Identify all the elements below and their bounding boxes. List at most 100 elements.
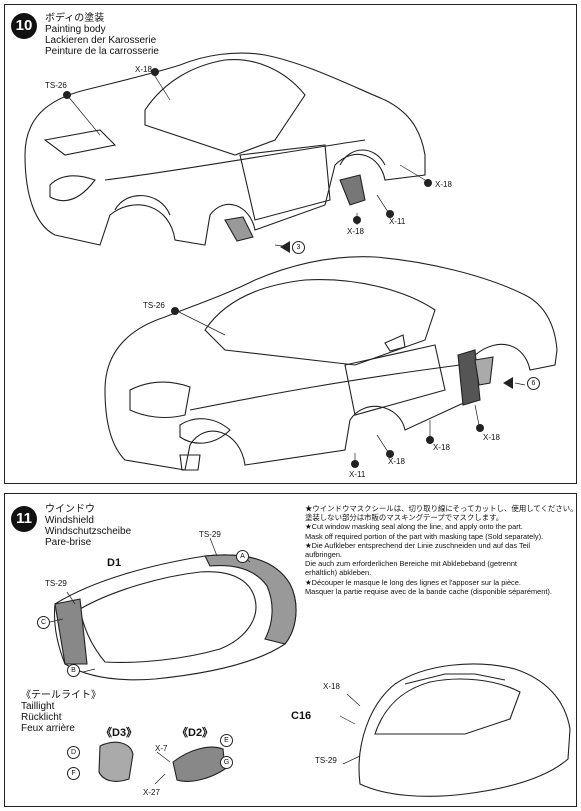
mask-d-marker: D — [67, 746, 80, 759]
paint-label-x18: X-18 — [483, 433, 500, 442]
paint-dot — [353, 216, 361, 224]
mask-b-marker: B — [67, 664, 80, 677]
taillight-d3 — [98, 741, 134, 782]
lower-car-sideline — [189, 364, 461, 411]
mask-e-marker: E — [220, 734, 233, 747]
windshield-illustration — [49, 537, 571, 797]
paint-label-ts29: TS-29 — [199, 530, 221, 539]
step-number-badge: 11 — [11, 506, 37, 532]
step-title: ボディの塗装 Painting body Lackieren der Karos… — [45, 13, 159, 57]
part-d1-label: D1 — [107, 557, 122, 569]
mask-a-marker: A — [236, 550, 249, 563]
mask-f-marker: F — [67, 767, 80, 780]
windshield-tint-left — [54, 598, 88, 665]
arrow-to-step6 — [503, 377, 513, 389]
paint-label-x11: X-11 — [389, 217, 406, 226]
paint-dot — [386, 210, 394, 218]
step-title: ウインドウ Windshield Windschutzscheibe Pare-… — [45, 504, 131, 548]
note-line: ★ウインドウマスクシールは、切り取り線にそってカットし、使用してください。 — [305, 504, 578, 513]
lower-car-decal — [474, 356, 494, 386]
step-11-panel: 11 ウインドウ Windshield Windschutzscheibe Pa… — [4, 493, 578, 807]
body-illustration — [24, 52, 558, 471]
car-body-roof — [404, 673, 506, 685]
lower-car-door — [344, 344, 446, 416]
note-line: aufbringen. — [305, 550, 342, 560]
lower-car-mirror — [384, 334, 406, 352]
step-number-badge: 10 — [11, 13, 37, 39]
paint-label-x18: X-18 — [323, 682, 340, 691]
upper-car-intake — [339, 174, 366, 206]
paint-label-x18: X-18 — [135, 65, 152, 74]
taillight-d2 — [172, 746, 226, 782]
paint-label-x18: X-18 — [435, 180, 452, 189]
car-body-small — [358, 663, 571, 797]
car-body-window — [374, 678, 521, 735]
part-c16-label: C16 — [291, 710, 312, 722]
paint-dot — [351, 460, 359, 468]
note-line: Mask off required portion of the part wi… — [305, 531, 544, 541]
upper-car-headlight — [49, 175, 96, 202]
upper-car-decal — [224, 216, 254, 242]
paint-dot — [171, 307, 179, 315]
note-line: 塗装しない部分は市販のマスキングテープでマスクします。 — [305, 513, 504, 523]
paint-dot — [476, 424, 484, 432]
mask-c-marker: C — [37, 616, 50, 629]
title-de: Lackieren der Karosserie — [45, 35, 157, 46]
paint-label-x18: X-18 — [388, 457, 405, 466]
lower-car-headlight — [179, 418, 231, 444]
upper-car-wheelarch-rear — [339, 149, 386, 166]
part-d2-label: 《D2》 — [177, 727, 214, 739]
taillight-title: 《テールライト》 Taillight Rücklicht Feux arrièr… — [21, 690, 101, 734]
taillight-fr: Feux arrière — [21, 723, 75, 734]
note-line: Masquer la partie requise avec de la ban… — [305, 586, 552, 596]
paint-label-x11: X-11 — [349, 470, 366, 479]
paint-dot — [151, 68, 159, 76]
paint-dot — [63, 91, 71, 99]
upper-car-wheelarch-front — [114, 195, 171, 216]
paint-label-x7: X-7 — [155, 744, 168, 753]
title-jp: ボディの塗装 — [45, 13, 105, 24]
masking-notes: ★ウインドウマスクシールは、切り取り線にそってカットし、使用してください。 塗装… — [305, 504, 578, 596]
step-ref-6: 6 — [527, 377, 540, 390]
upper-car-hood-vent — [43, 129, 117, 156]
step-ref-3: 3 — [292, 241, 305, 254]
paint-label-ts29: TS-29 — [45, 579, 67, 588]
paint-dot — [424, 179, 432, 187]
title-de: Windschutzscheibe — [45, 526, 132, 537]
paint-label-x18: X-18 — [347, 227, 364, 236]
paint-label-ts26: TS-26 — [45, 81, 67, 90]
lower-car-foglight — [179, 454, 201, 471]
mask-g-marker: G — [220, 756, 233, 769]
title-fr: Pare-brise — [45, 537, 92, 548]
taillight-de: Rücklicht — [21, 712, 62, 723]
taillight-en: Taillight — [21, 701, 55, 712]
upper-car-outline — [24, 52, 426, 246]
note-line: ★Découper le masque le long des lignes e… — [305, 577, 521, 587]
upper-car-door — [239, 144, 331, 221]
title-en: Painting body — [45, 24, 106, 35]
upper-car-sideline — [104, 139, 366, 181]
paint-dot — [386, 450, 394, 458]
paint-label-x27: X-27 — [143, 788, 160, 797]
title-jp: ウインドウ — [45, 504, 95, 515]
windshield-tint-band — [204, 554, 297, 645]
note-line: ★Die Aufkleber entsprechend der Linie zu… — [305, 540, 531, 550]
paint-label-ts29: TS-29 — [315, 756, 337, 765]
part-d3-label: 《D3》 — [101, 727, 138, 739]
taillight-jp: 《テールライト》 — [21, 690, 101, 701]
lower-car-greenhouse — [204, 279, 436, 366]
lower-car-side-black — [457, 349, 481, 406]
note-line: ★Cut window masking seal along the line,… — [305, 522, 523, 532]
upper-car-greenhouse — [144, 59, 306, 156]
paint-dot — [426, 436, 434, 444]
windshield-inner-opening — [79, 571, 257, 663]
paint-label-x18: X-18 — [433, 443, 450, 452]
paint-label-ts26: TS-26 — [143, 301, 165, 310]
title-fr: Peinture de la carrosserie — [45, 46, 159, 57]
note-line: erhältlich) abkleben. — [305, 568, 372, 578]
arrow-to-step3 — [280, 241, 290, 253]
lower-car-grille — [129, 381, 191, 419]
title-en: Windshield — [45, 515, 94, 526]
step-10-panel: 10 ボディの塗装 Painting body Lackieren der Ka… — [4, 4, 577, 484]
note-line: Die auch zum erforderlichen Bereiche mit… — [305, 559, 517, 569]
